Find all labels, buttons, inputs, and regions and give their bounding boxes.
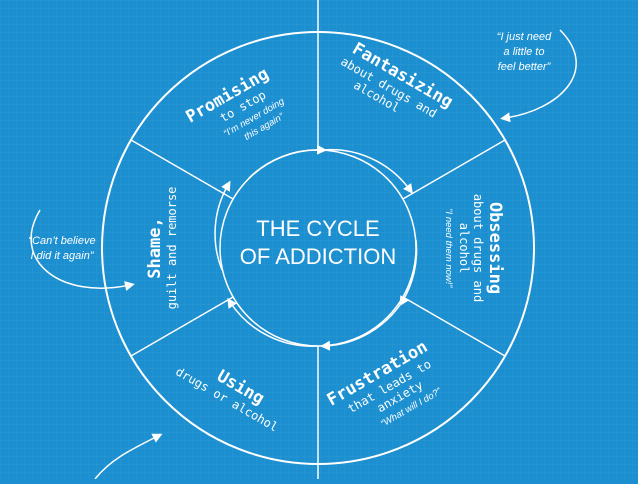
top-right-quote: “I just need a little to feel better” [497, 31, 552, 73]
arrow-frustration-to-using [320, 301, 403, 351]
left-quote-line1: “Can’t believe [28, 235, 95, 247]
shame-title: Shame, [145, 217, 165, 278]
divider-lower-right [402, 296, 506, 357]
obsessing-title: Obsessing [485, 202, 505, 294]
arrow-using-to-shame [227, 297, 319, 347]
quote-arrows [30, 29, 577, 480]
center-title-line2: OF ADDICTION [240, 244, 396, 269]
arrow-fantasizing-to-obsessing [321, 148, 413, 195]
arrow-left-quote [30, 209, 135, 291]
obsessing-quote: “I need them now!” [443, 208, 454, 288]
segment-dividers [130, 0, 506, 479]
arrow-top-right-quote [500, 29, 577, 123]
left-quote: “Can’t believe I did it again” [28, 235, 95, 262]
left-quote-line2: I did it again” [31, 250, 95, 262]
arrow-shame-to-promising [214, 180, 231, 271]
top-right-quote-line1: “I just need [497, 31, 552, 43]
obsessing-subtitle-line2: alcohol [457, 223, 471, 274]
divider-upper-right [402, 139, 506, 200]
segment-obsessing: Obsessing about drugs and alcohol “I nee… [443, 194, 505, 302]
center-title-line1: THE CYCLE [256, 216, 379, 241]
divider-upper-left [130, 139, 234, 200]
top-right-quote-line3: feel better” [498, 61, 552, 73]
segment-shame: Shame, guilt and remorse [145, 187, 179, 310]
shame-subtitle: guilt and remorse [165, 187, 179, 310]
arrow-promising-to-fantasizing [248, 144, 327, 179]
cycle-arrows [214, 144, 418, 351]
top-right-quote-line2: a little to [504, 46, 545, 58]
obsessing-subtitle-line1: about drugs and [471, 194, 485, 302]
arrow-bottom-left [94, 433, 163, 480]
divider-lower-left [130, 296, 234, 357]
arrow-obsessing-to-frustration [399, 239, 418, 307]
